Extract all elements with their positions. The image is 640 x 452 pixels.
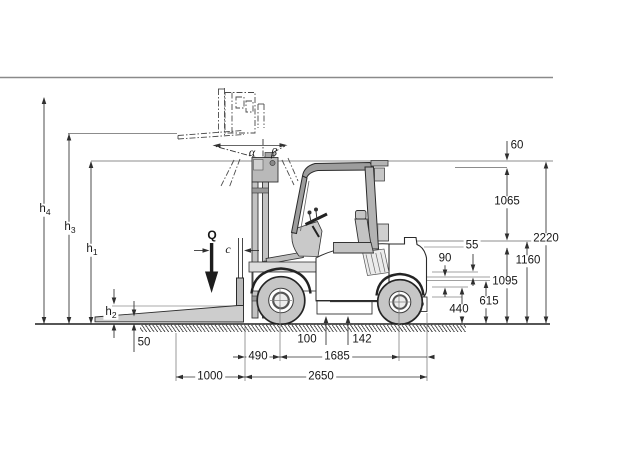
dim-label-490: 490 bbox=[246, 350, 270, 363]
steering-wheel bbox=[304, 207, 328, 238]
dim-label-h1: h1 bbox=[84, 242, 100, 257]
dim-label-1065: 1065 bbox=[492, 195, 522, 208]
load-center-label-c: c bbox=[225, 242, 231, 256]
load-label-q: Q bbox=[207, 228, 217, 242]
dim-label-1160: 1160 bbox=[513, 254, 543, 267]
tilt-arrow-right bbox=[279, 143, 288, 148]
dim-label-142: 142 bbox=[352, 333, 372, 346]
seat bbox=[333, 210, 375, 254]
front-pillar bbox=[290, 175, 308, 235]
angle-label-alpha: α bbox=[248, 145, 256, 159]
fork bbox=[94, 305, 244, 323]
dim-label-h3: h3 bbox=[62, 220, 78, 235]
dim-label-50: 50 bbox=[137, 336, 151, 349]
underbody-housing bbox=[316, 300, 373, 315]
extension-lines bbox=[175, 288, 428, 381]
load-arrow bbox=[205, 243, 219, 293]
mast-head bbox=[251, 152, 279, 183]
overhead-guard bbox=[290, 160, 389, 250]
dimension-arrowheads bbox=[41, 97, 549, 380]
raised-carriage-ghost bbox=[177, 88, 299, 189]
dim-label-h4: h4 bbox=[37, 202, 53, 217]
dim-label-60: 60 bbox=[510, 139, 524, 152]
tow-coupling-lines bbox=[424, 271, 490, 298]
dim-label-2650: 2650 bbox=[306, 370, 336, 383]
dim-label-1685: 1685 bbox=[322, 350, 352, 363]
dim-label-h2: h2 bbox=[103, 305, 119, 320]
angle-label-beta: β bbox=[271, 145, 277, 159]
dim-label-90: 90 bbox=[436, 252, 454, 265]
guard-roof bbox=[301, 161, 373, 179]
dim-label-440: 440 bbox=[447, 303, 471, 316]
dim-label-1095: 1095 bbox=[490, 275, 520, 288]
rear-pillar bbox=[364, 166, 380, 250]
dim-label-2220: 2220 bbox=[531, 232, 561, 245]
truck-body bbox=[248, 221, 428, 315]
dim-label-1000: 1000 bbox=[195, 370, 225, 383]
dim-label-55: 55 bbox=[463, 239, 481, 252]
dim-label-100: 100 bbox=[297, 333, 317, 346]
tilt-arrow-left bbox=[212, 143, 221, 148]
rear-fender bbox=[375, 272, 425, 296]
ground-hatching bbox=[140, 324, 466, 332]
front-fender bbox=[250, 267, 312, 294]
dim-label-615: 615 bbox=[477, 295, 501, 308]
floor-plate bbox=[248, 261, 317, 273]
